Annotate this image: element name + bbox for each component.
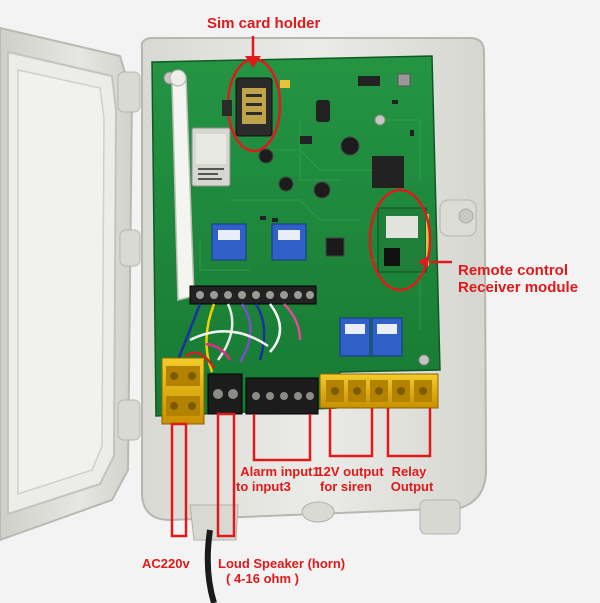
relay-lower [339, 317, 403, 357]
annotation-overlay [170, 36, 452, 538]
label-remote-control: Remote control [458, 262, 569, 279]
relay-upper-left [211, 223, 247, 261]
enclosure-hinges [117, 71, 141, 441]
sim-card-holder [235, 77, 273, 137]
alarm-input-terminal [245, 377, 319, 415]
arrow-down-icon [245, 56, 261, 68]
label-ac220v: AC220v [142, 556, 190, 571]
wires [176, 303, 302, 373]
label-alarm-input-1: Alarm input1 [240, 464, 320, 479]
speaker-terminal-block [207, 373, 243, 415]
enclosure-lid [0, 26, 134, 542]
label-sim-card-holder: Sim card holder [207, 15, 321, 32]
power-cable [204, 529, 217, 603]
label-siren-1: 12V output [316, 464, 384, 479]
label-alarm-input-2: to input3 [236, 479, 291, 494]
receiver-module [377, 207, 429, 273]
relay-upper-right [271, 223, 307, 261]
label-siren-2: for siren [319, 479, 372, 494]
label-speaker-ohm: ( 4-16 ohm ) [226, 571, 299, 586]
output-terminal-block [319, 373, 439, 409]
label-receiver-module: Receiver module [458, 279, 579, 296]
label-loud-speaker: Loud Speaker (horn) [218, 556, 346, 571]
label-relay-2: Output [390, 479, 434, 494]
label-relay-1: Relay [391, 464, 427, 479]
upper-terminal-strip [189, 285, 317, 305]
arrow-left-icon [418, 256, 428, 268]
annotation-arrowheads [245, 56, 428, 268]
ac-terminal-block [161, 357, 205, 425]
gsm-module [191, 127, 231, 187]
gsm-antenna [169, 69, 195, 301]
receiver-highlight-ellipse [368, 188, 432, 292]
